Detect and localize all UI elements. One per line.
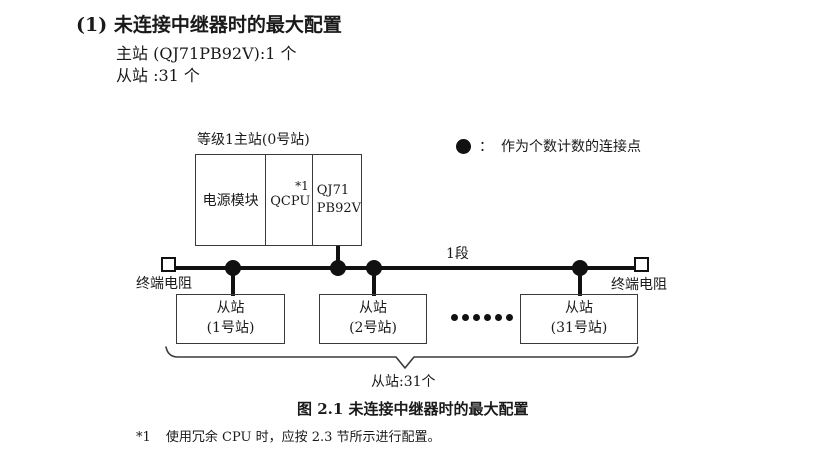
terminator-left-label: 终端电阻 bbox=[136, 276, 192, 292]
figure-caption: 图 2.1 未连接中继器时的最大配置 bbox=[297, 400, 529, 418]
master-drop-line bbox=[336, 246, 340, 268]
qcpu-label: QCPU bbox=[270, 194, 311, 209]
section-heading: (1) 未连接中继器时的最大配置 bbox=[76, 14, 342, 36]
connection-point-dot bbox=[572, 260, 588, 276]
ellipsis-dots-icon bbox=[451, 314, 513, 321]
footnote-marker: *1 bbox=[136, 430, 151, 445]
connection-point-dot bbox=[366, 260, 382, 276]
legend-label: 作为个数计数的连接点 bbox=[501, 139, 641, 155]
slave-total-label: 从站:31个 bbox=[371, 374, 436, 390]
slave2-title: 从站 bbox=[359, 300, 387, 317]
terminator-left-icon bbox=[161, 257, 176, 272]
slave-count-brace bbox=[165, 346, 639, 369]
terminator-right-label: 终端电阻 bbox=[611, 277, 667, 293]
qcpu-footnote-marker: *1 bbox=[295, 179, 309, 193]
bus-line bbox=[170, 266, 638, 270]
segment-label: 1段 bbox=[446, 246, 469, 262]
connection-point-dot-icon bbox=[456, 138, 471, 154]
qcpu-cell: *1 QCPU bbox=[266, 155, 313, 245]
qj71pb92v-line1: QJ71 bbox=[316, 183, 350, 199]
slave1-drop-line bbox=[231, 270, 235, 296]
connection-point-dot bbox=[225, 260, 241, 276]
slave1-title: 从站 bbox=[216, 300, 245, 317]
qj71pb92v-cell: QJ71 PB92V bbox=[313, 155, 361, 245]
slave-count-line: 从站 :31 个 bbox=[116, 66, 200, 85]
master-count-line: 主站 (QJ71PB92V):1 个 bbox=[116, 44, 297, 63]
slave31-number: (31号站) bbox=[550, 320, 608, 336]
slave31-title: 从站 bbox=[565, 300, 593, 317]
slave2-drop-line bbox=[372, 270, 376, 296]
slave-station-box-2: 从站 (2号站) bbox=[319, 294, 427, 344]
master-station-label: 等级1主站(0号站) bbox=[197, 132, 310, 148]
terminator-right-icon bbox=[634, 257, 649, 272]
slave2-number: (2号站) bbox=[349, 320, 397, 336]
slave31-drop-line bbox=[578, 270, 582, 296]
slave-station-box-31: 从站 (31号站) bbox=[520, 294, 638, 344]
power-module-cell: 电源模块 bbox=[196, 155, 267, 245]
legend-colon: ： bbox=[479, 139, 493, 155]
slave1-number: (1号站) bbox=[206, 320, 255, 336]
connection-point-dot bbox=[330, 260, 346, 276]
footnote-text: 使用冗余 CPU 时，应按 2.3 节所示进行配置。 bbox=[165, 430, 441, 445]
master-station-box: 电源模块 *1 QCPU QJ71 PB92V bbox=[195, 154, 362, 246]
footnote: *1 使用冗余 CPU 时，应按 2.3 节所示进行配置。 bbox=[136, 426, 441, 445]
legend: ： 作为个数计数的连接点 bbox=[456, 136, 641, 156]
slave-station-box-1: 从站 (1号站) bbox=[176, 294, 285, 344]
qj71pb92v-line2: PB92V bbox=[316, 201, 361, 216]
